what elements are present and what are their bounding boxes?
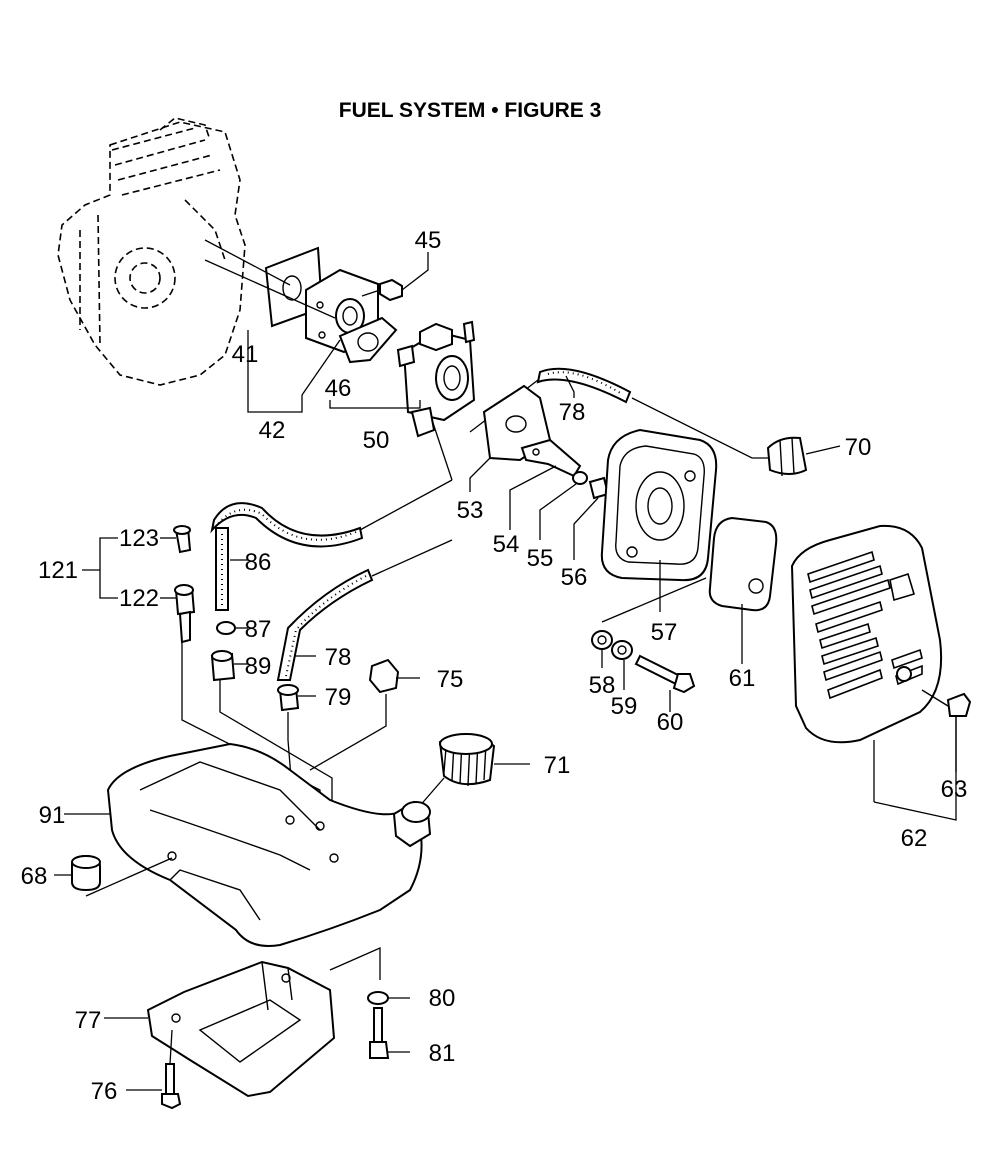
label-68: 68 — [21, 863, 48, 890]
fuel-tank-91 — [106, 742, 432, 947]
filter-cap-123 — [173, 525, 192, 554]
bolt-81 — [369, 1007, 390, 1059]
air-filter-element-61 — [708, 516, 778, 612]
label-91: 91 — [39, 802, 66, 829]
screw-45 — [361, 278, 403, 302]
label-42: 42 — [259, 417, 286, 444]
label-55: 55 — [527, 545, 554, 572]
label-77: 77 — [75, 1007, 102, 1034]
label-89: 89 — [245, 653, 272, 680]
label-56: 56 — [561, 564, 588, 591]
carburetor-50 — [396, 320, 476, 438]
label-70: 70 — [845, 434, 872, 461]
figure-title: FUEL SYSTEM • FIGURE 3 — [339, 99, 602, 122]
carb-gasket-46 — [338, 316, 398, 364]
air-cleaner-case-57 — [600, 428, 718, 582]
fuel-hose-78-upper — [536, 367, 632, 404]
fuel-hose-86 — [210, 502, 364, 611]
cushion-68 — [71, 854, 101, 892]
washer-59 — [611, 640, 633, 660]
choke-plate-54 — [520, 438, 582, 478]
label-41: 41 — [232, 341, 259, 368]
label-75: 75 — [437, 666, 464, 693]
hose-clamp-87 — [216, 621, 236, 635]
label-121: 121 — [38, 557, 78, 584]
fuel-filter-122 — [174, 584, 196, 644]
label-50: 50 — [363, 427, 390, 454]
label-53: 53 — [457, 497, 484, 524]
label-123: 123 — [119, 525, 159, 552]
label-59: 59 — [611, 693, 638, 720]
label-79: 79 — [325, 684, 352, 711]
washer-80 — [367, 991, 389, 1005]
label-60: 60 — [657, 709, 684, 736]
label-58: 58 — [589, 672, 616, 699]
engine-phantom-outline — [57, 117, 246, 386]
screw-63 — [921, 689, 972, 717]
fuel-cap-71 — [438, 733, 496, 787]
washer-58 — [591, 630, 613, 650]
label-86: 86 — [245, 549, 272, 576]
tank-bracket-77 — [146, 960, 336, 1098]
label-63: 63 — [941, 776, 968, 803]
air-cleaner-cover-62 — [790, 524, 943, 744]
label-80: 80 — [429, 985, 456, 1012]
label-87: 87 — [245, 616, 272, 643]
label-78-lower: 78 — [325, 644, 352, 671]
label-78-upper: 78 — [559, 399, 586, 426]
fuel-hose-78-lower — [276, 568, 374, 681]
label-122: 122 — [119, 585, 159, 612]
label-76: 76 — [91, 1078, 118, 1105]
washer-55 — [572, 471, 588, 485]
bolt-76 — [161, 1063, 182, 1110]
grommet-79 — [277, 684, 300, 712]
label-61: 61 — [729, 665, 756, 692]
label-81: 81 — [429, 1040, 456, 1067]
bolt-60 — [634, 654, 696, 694]
label-54: 54 — [493, 531, 520, 558]
label-62: 62 — [901, 825, 928, 852]
label-71: 71 — [544, 752, 571, 779]
primer-bulb-70 — [766, 436, 808, 477]
cushion-75 — [368, 658, 400, 694]
label-46: 46 — [325, 375, 352, 402]
label-45: 45 — [415, 227, 442, 254]
grommet-89 — [210, 650, 236, 682]
label-57: 57 — [651, 619, 678, 646]
